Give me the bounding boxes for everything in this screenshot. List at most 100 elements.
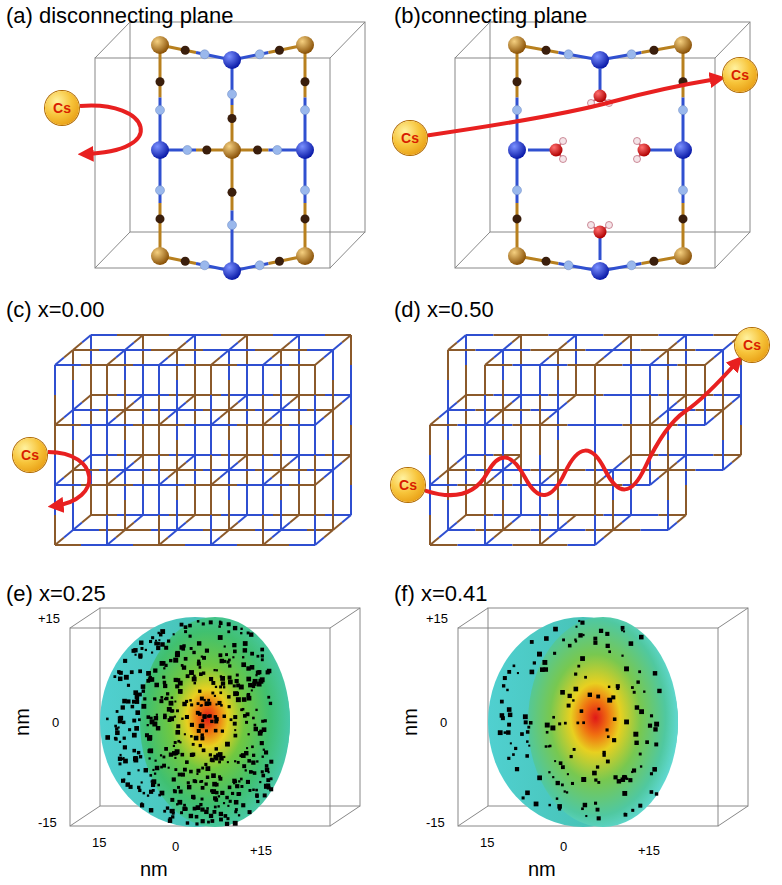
- data-speckle: [144, 768, 148, 772]
- data-speckle: [134, 654, 136, 656]
- lattice-bond: [263, 484, 289, 486]
- data-speckle: [225, 742, 230, 747]
- lattice-bond: [520, 485, 522, 515]
- carbon-atom: [181, 46, 190, 55]
- nitrogen-atom: [228, 90, 237, 99]
- data-speckle: [227, 660, 230, 663]
- data-speckle: [526, 740, 529, 743]
- lattice-bond: [221, 454, 247, 456]
- data-speckle: [583, 803, 587, 807]
- data-speckle: [175, 730, 180, 735]
- data-speckle: [138, 669, 142, 673]
- data-speckle: [251, 689, 253, 691]
- lattice-bond: [169, 334, 195, 336]
- lattice-bond: [73, 529, 99, 531]
- lattice-bond: [90, 365, 92, 395]
- data-speckle: [504, 731, 507, 734]
- lattice-bond: [133, 424, 159, 426]
- hydrogen-atom: [588, 222, 595, 229]
- data-speckle: [126, 699, 130, 703]
- data-speckle: [254, 727, 258, 731]
- data-speckle: [106, 718, 109, 721]
- lattice-bond: [280, 380, 282, 410]
- lattice-bond: [247, 454, 273, 456]
- lattice-bond: [668, 403, 677, 411]
- lattice-bond: [324, 530, 333, 538]
- lattice-bond: [668, 343, 677, 351]
- lattice-bond: [125, 523, 134, 531]
- data-speckle: [148, 748, 153, 753]
- data-speckle: [254, 724, 257, 727]
- data-speckle: [232, 779, 236, 783]
- lattice-bond: [168, 530, 177, 538]
- lattice-bond: [281, 529, 307, 531]
- cesium-ion: Cs: [393, 121, 427, 155]
- data-speckle: [123, 759, 128, 764]
- data-speckle: [650, 790, 654, 794]
- lattice-bond: [314, 365, 316, 395]
- lattice-bond: [211, 544, 237, 546]
- ion-label: Cs: [53, 101, 71, 115]
- data-speckle: [574, 687, 579, 692]
- data-speckle: [221, 681, 225, 685]
- carbon-atom: [513, 77, 522, 86]
- lattice-bond: [586, 349, 614, 351]
- data-speckle: [250, 665, 255, 670]
- data-speckle: [213, 755, 218, 760]
- lattice-bond: [342, 395, 351, 403]
- lattice-bond: [107, 484, 133, 486]
- lattice-bond: [299, 334, 325, 336]
- lattice-bond: [124, 380, 126, 410]
- data-speckle: [524, 720, 528, 724]
- data-speckle: [261, 658, 264, 661]
- lattice-bond: [151, 409, 177, 411]
- lattice-bond: [540, 484, 568, 486]
- lattice-bond: [281, 463, 290, 471]
- panel-title: (a) disconnecting plane: [6, 4, 233, 28]
- lattice-bond: [722, 410, 724, 440]
- lattice-bond: [586, 529, 614, 531]
- lattice-bond: [594, 395, 596, 425]
- lattice-bond: [604, 350, 613, 358]
- data-speckle: [612, 738, 616, 742]
- lattice-bond: [539, 485, 541, 515]
- data-speckle: [215, 747, 218, 750]
- lattice-bond: [194, 425, 196, 455]
- data-speckle: [529, 721, 533, 725]
- lattice-bond: [485, 418, 494, 426]
- data-speckle: [560, 690, 565, 695]
- lattice-bond: [81, 424, 107, 426]
- lattice-bond: [595, 424, 623, 426]
- data-speckle: [249, 632, 253, 636]
- nitrogen-atom: [200, 50, 209, 59]
- data-speckle: [259, 781, 261, 783]
- iron-atom: [223, 141, 241, 159]
- lattice-bond: [484, 515, 486, 545]
- nitrogen-atom: [200, 261, 209, 270]
- lattice-bond: [237, 484, 263, 486]
- lattice-bond: [229, 529, 255, 531]
- data-speckle: [137, 769, 139, 771]
- lattice-bond: [55, 538, 64, 546]
- lattice-bond: [503, 403, 512, 411]
- lattice-bond: [332, 470, 334, 500]
- lattice-bond: [685, 425, 687, 455]
- data-speckle: [266, 778, 270, 782]
- lattice-bond: [263, 424, 289, 426]
- data-speckle: [201, 786, 205, 790]
- tick-label: -15: [426, 816, 445, 830]
- iron-atom: [296, 247, 314, 265]
- data-speckle: [547, 745, 549, 747]
- lattice-bond: [540, 424, 568, 426]
- data-speckle: [248, 789, 251, 792]
- lattice-bond: [307, 349, 333, 351]
- data-speckle: [168, 819, 172, 823]
- data-speckle: [191, 795, 195, 799]
- data-speckle: [263, 749, 265, 751]
- data-speckle: [140, 647, 143, 650]
- lattice-bond: [290, 395, 299, 403]
- lattice-bond: [595, 364, 623, 366]
- lattice-bond: [238, 455, 247, 463]
- data-speckle: [178, 773, 182, 777]
- data-speckle: [263, 793, 267, 797]
